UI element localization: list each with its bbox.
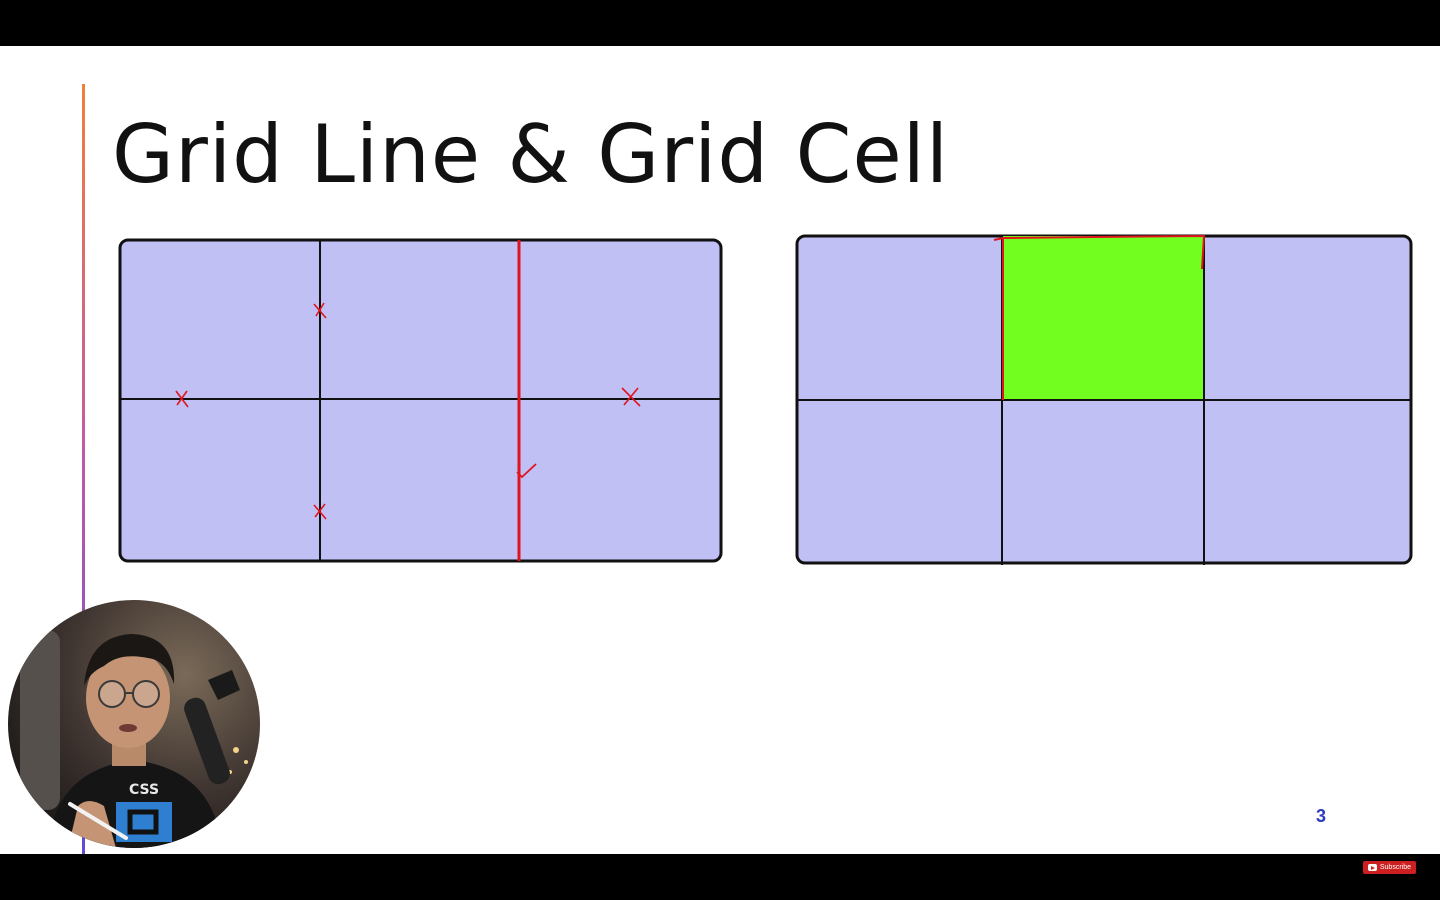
slide-title: Grid Line & Grid Cell — [112, 108, 950, 201]
subscribe-button[interactable]: Subscribe — [1362, 861, 1416, 874]
grid-lines-diagram — [118, 238, 723, 563]
presenter-webcam: CSS — [8, 600, 260, 848]
check-mark-annotation — [516, 463, 537, 479]
slide-number: 3 — [1316, 806, 1327, 826]
slide-accent-line — [82, 84, 85, 854]
cross-mark-annotation — [175, 302, 641, 520]
youtube-play-icon — [1367, 864, 1377, 871]
video-bottom-bar: Subscribe — [0, 854, 1440, 900]
grid-cell-diagram — [795, 234, 1413, 565]
grid-cell-outline-annotation — [993, 234, 1206, 400]
highlighted-grid-cell — [1002, 236, 1204, 400]
grid-container — [118, 238, 723, 563]
shirt-logo-text: CSS — [129, 782, 159, 798]
subscribe-label: Subscribe — [1379, 864, 1411, 871]
presenter-image: CSS — [8, 600, 260, 848]
